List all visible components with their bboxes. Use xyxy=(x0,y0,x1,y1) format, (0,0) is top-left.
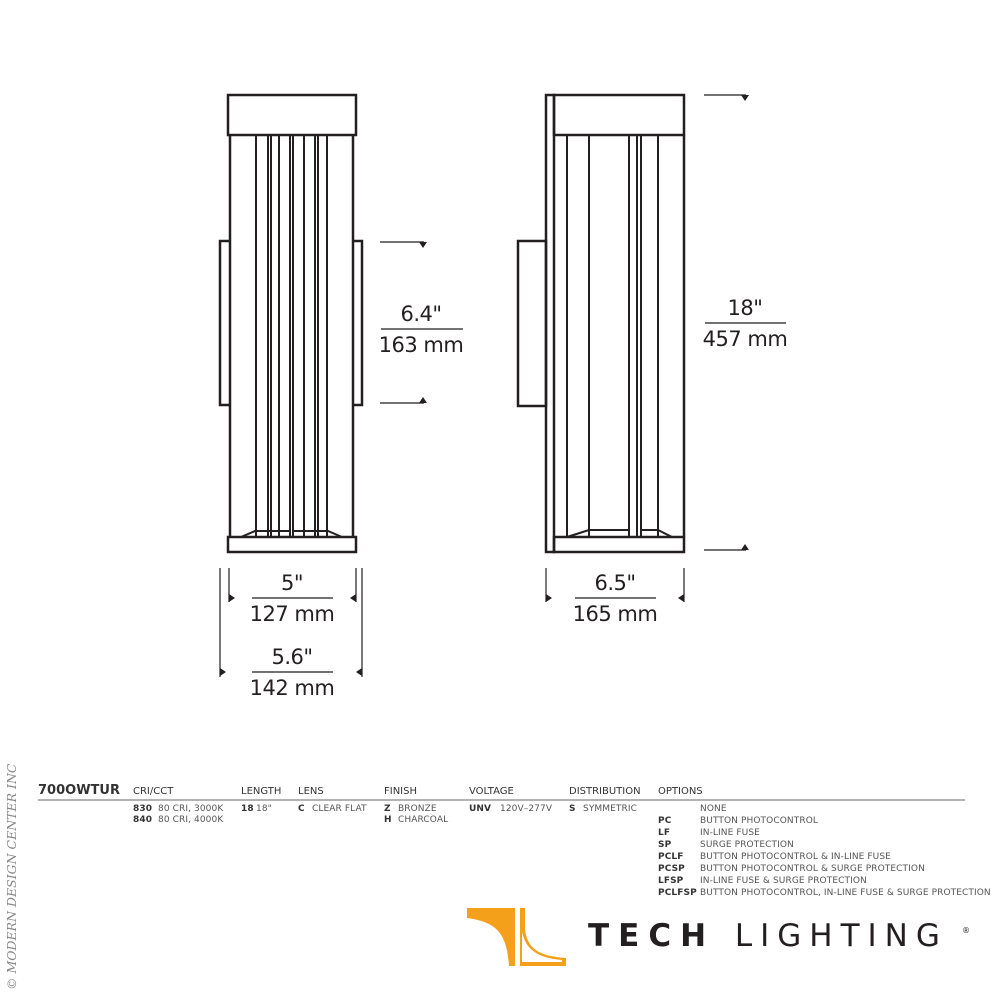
option-code: PCLFSP xyxy=(658,888,697,898)
option-description: SURGE PROTECTION xyxy=(700,840,794,850)
option-description: IN-LINE FUSE xyxy=(700,828,760,838)
brand-word-lighting: LIGHTING xyxy=(734,918,948,954)
overall-height-metric: 457 mm xyxy=(702,327,788,351)
option-code: UNV xyxy=(469,804,492,814)
depth-imperial: 6.5" xyxy=(594,571,636,595)
option-description: 18" xyxy=(256,804,272,814)
option-description: CLEAR FLAT xyxy=(312,804,367,814)
option-description: SYMMETRIC xyxy=(583,804,638,814)
dimension-lines xyxy=(219,94,786,677)
option-code: H xyxy=(384,815,392,825)
option-code: PCLF xyxy=(658,852,684,862)
option-code: PCSP xyxy=(658,864,685,874)
option-description: 120V–277V xyxy=(500,804,553,814)
option-code: 840 xyxy=(133,815,153,825)
model-number: 700OWTUR xyxy=(38,783,120,798)
option-description: BUTTON PHOTOCONTROL xyxy=(700,816,818,826)
option-code: PC xyxy=(658,816,672,826)
option-code: 830 xyxy=(133,804,153,814)
brand-name: TECH LIGHTING xyxy=(588,918,948,954)
overall-height-imperial: 18" xyxy=(727,296,763,320)
option-description: BUTTON PHOTOCONTROL, IN-LINE FUSE & SURG… xyxy=(700,888,991,898)
depth-metric: 165 mm xyxy=(572,602,658,626)
column-header: OPTIONS xyxy=(658,786,703,797)
front-width-imperial: 5" xyxy=(280,571,304,595)
column-header: CRI/CCT xyxy=(133,786,174,797)
dimension-arrows xyxy=(220,95,749,676)
option-description: 80 CRI, 3000K xyxy=(158,804,224,814)
column-header: FINISH xyxy=(384,786,417,797)
option-description: BUTTON PHOTOCONTROL & SURGE PROTECTION xyxy=(700,864,925,874)
option-description: CHARCOAL xyxy=(398,815,449,825)
option-code: S xyxy=(569,804,576,814)
option-code: LF xyxy=(658,828,671,838)
option-description: BRONZE xyxy=(398,804,437,814)
option-code: SP xyxy=(658,840,672,850)
side-view xyxy=(516,93,686,554)
bracket-height-imperial: 6.4" xyxy=(400,302,442,326)
option-description: NONE xyxy=(700,804,727,814)
column-header: DISTRIBUTION xyxy=(569,786,641,797)
front-width-metric: 127 mm xyxy=(249,602,335,626)
bracket-height-metric: 163 mm xyxy=(378,333,464,357)
bracket-width-metric: 142 mm xyxy=(249,676,335,700)
front-view xyxy=(218,93,364,554)
registered-mark: ® xyxy=(962,926,970,935)
option-description: 80 CRI, 4000K xyxy=(158,815,224,825)
option-code: LFSP xyxy=(658,876,684,886)
bracket-width-imperial: 5.6" xyxy=(271,645,313,669)
option-code: C xyxy=(298,804,305,814)
tech-lighting-logo-icon xyxy=(467,908,566,966)
column-header: LENS xyxy=(298,786,324,797)
brand-word-tech: TECH xyxy=(588,918,716,954)
option-code: Z xyxy=(384,804,391,814)
option-description: IN-LINE FUSE & SURGE PROTECTION xyxy=(700,876,867,886)
column-header: VOLTAGE xyxy=(469,786,514,797)
option-description: BUTTON PHOTOCONTROL & IN-LINE FUSE xyxy=(700,852,891,862)
watermark: © MODERN DESIGN CENTER INC xyxy=(4,763,19,990)
column-header: LENGTH xyxy=(241,786,282,797)
option-code: 18 xyxy=(241,804,254,814)
